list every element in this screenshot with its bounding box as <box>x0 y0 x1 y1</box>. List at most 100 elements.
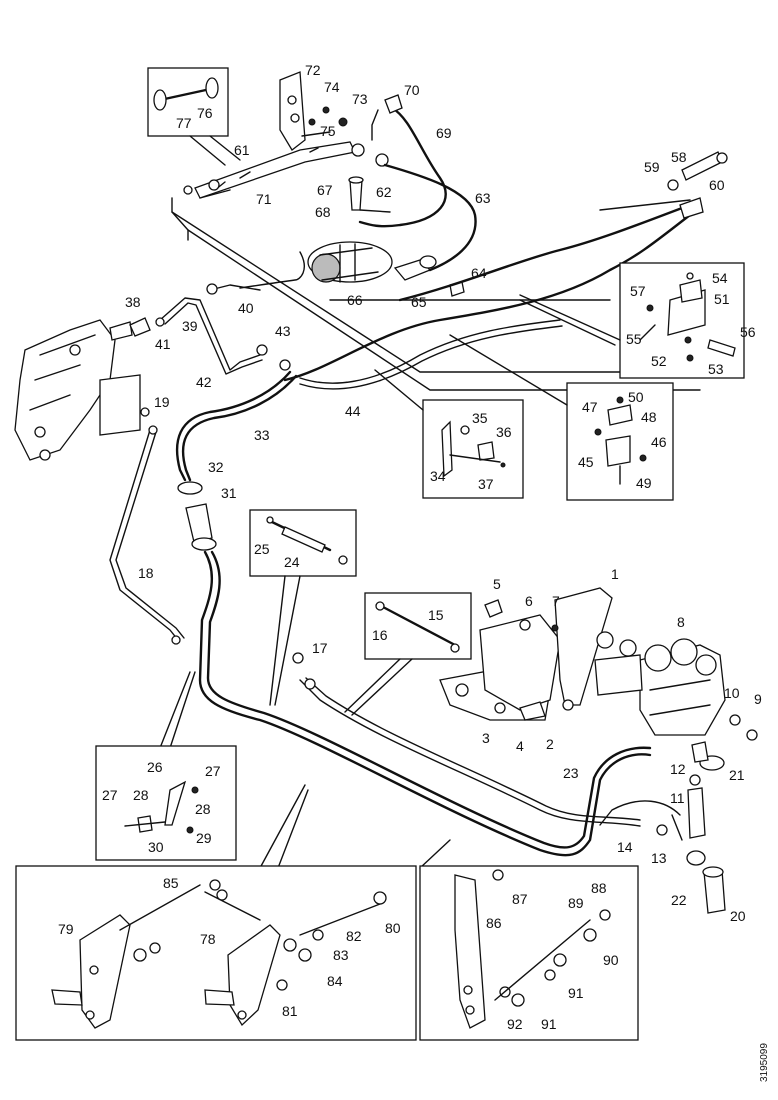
part-label-30: 30 <box>148 839 164 855</box>
part-label-35: 35 <box>472 410 488 426</box>
part-label-83: 83 <box>333 947 349 963</box>
pump-8 <box>594 631 758 771</box>
part-label-23: 23 <box>563 765 579 781</box>
part-label-5: 5 <box>493 576 501 592</box>
part-label-74: 74 <box>324 79 340 95</box>
leader-lines <box>159 294 621 869</box>
part-label-82: 82 <box>346 928 362 944</box>
part-label-19: 19 <box>154 394 170 410</box>
part-label-11: 11 <box>670 790 685 806</box>
part-label-65: 65 <box>411 294 427 310</box>
pipe-18 <box>109 425 185 645</box>
part-label-81: 81 <box>282 1003 298 1019</box>
detail-box-34-37 <box>422 399 524 499</box>
part-label-67: 67 <box>317 182 333 198</box>
bracket-61-71 <box>183 71 389 199</box>
part-label-78: 78 <box>200 931 216 947</box>
frame-rail <box>171 189 701 391</box>
part-label-20: 20 <box>730 908 746 924</box>
steering-gear <box>14 319 150 461</box>
part-label-16: 16 <box>372 627 388 643</box>
pipe-14-17 <box>292 652 668 836</box>
part-label-55: 55 <box>626 331 642 347</box>
part-label-31: 31 <box>221 485 237 501</box>
part-label-2: 2 <box>546 736 554 752</box>
part-label-53: 53 <box>708 361 724 377</box>
part-label-8: 8 <box>677 614 685 630</box>
part-label-62: 62 <box>376 184 392 200</box>
part-label-45: 45 <box>578 454 594 470</box>
part-label-72: 72 <box>305 62 321 78</box>
part-label-34: 34 <box>430 468 446 484</box>
hoses-63-69 <box>358 94 477 272</box>
part-label-43: 43 <box>275 323 291 339</box>
part-label-68: 68 <box>315 204 331 220</box>
part-label-71: 71 <box>256 191 272 207</box>
part-label-18: 18 <box>138 565 154 581</box>
part-label-88: 88 <box>591 880 607 896</box>
part-label-27b: 27 <box>102 787 118 803</box>
part-label-91b: 91 <box>541 1016 557 1032</box>
part-label-58: 58 <box>671 149 687 165</box>
detail-box-78-85 <box>15 865 417 1041</box>
part-label-92: 92 <box>507 1016 523 1032</box>
part-label-85: 85 <box>163 875 179 891</box>
part-label-69: 69 <box>436 125 452 141</box>
part-label-66: 66 <box>347 292 363 308</box>
part-label-79: 79 <box>58 921 74 937</box>
part-label-44: 44 <box>345 403 361 419</box>
part-label-26: 26 <box>147 759 163 775</box>
detail-box-24-25 <box>249 509 357 706</box>
part-label-47: 47 <box>582 399 598 415</box>
fittings-64-65 <box>393 255 465 297</box>
part-label-70: 70 <box>404 82 420 98</box>
part-label-46: 46 <box>651 434 667 450</box>
part-label-36: 36 <box>496 424 512 440</box>
part-label-10: 10 <box>724 685 740 701</box>
part-label-57: 57 <box>630 283 646 299</box>
part-label-33: 33 <box>254 427 270 443</box>
part-label-76: 76 <box>197 105 213 121</box>
part-label-29: 29 <box>196 830 212 846</box>
part-label-77: 77 <box>176 115 192 131</box>
detail-box-86-92 <box>419 865 639 1041</box>
part-label-52: 52 <box>651 353 667 369</box>
cylinder-66 <box>239 176 393 289</box>
part-label-28a: 28 <box>133 787 149 803</box>
part-label-64: 64 <box>471 265 487 281</box>
part-label-7: 7 <box>552 593 560 609</box>
long-hoses-to-right <box>283 199 692 382</box>
pump-bracket-1-3 <box>439 587 613 721</box>
part-label-51: 51 <box>714 291 730 307</box>
part-label-42: 42 <box>196 374 212 390</box>
part-label-89: 89 <box>568 895 584 911</box>
part-label-25: 25 <box>254 541 270 557</box>
part-label-27a: 27 <box>205 763 221 779</box>
part-label-12: 12 <box>670 761 686 777</box>
part-label-6: 6 <box>525 593 533 609</box>
part-label-40: 40 <box>238 300 254 316</box>
part-label-61: 61 <box>234 142 250 158</box>
part-label-80: 80 <box>385 920 401 936</box>
detail-box-15-16 <box>344 592 472 716</box>
part-label-4: 4 <box>516 738 524 754</box>
part-label-75: 75 <box>320 123 336 139</box>
part-label-91a: 91 <box>568 985 584 1001</box>
part-label-86: 86 <box>486 915 502 931</box>
lower-pump-fittings <box>599 774 726 914</box>
part-label-41: 41 <box>155 336 171 352</box>
part-label-39: 39 <box>182 318 198 334</box>
part-label-56: 56 <box>740 324 756 340</box>
part-label-14: 14 <box>617 839 633 855</box>
part-label-37: 37 <box>478 476 494 492</box>
pipes-39-44 <box>129 283 563 390</box>
detail-box-51-57 <box>619 262 745 379</box>
part-label-28b: 28 <box>195 801 211 817</box>
reference-code: 3195099 <box>759 1043 770 1082</box>
part-label-90: 90 <box>603 952 619 968</box>
part-label-1: 1 <box>611 566 619 582</box>
part-label-22: 22 <box>671 892 687 908</box>
part-label-87: 87 <box>512 891 528 907</box>
